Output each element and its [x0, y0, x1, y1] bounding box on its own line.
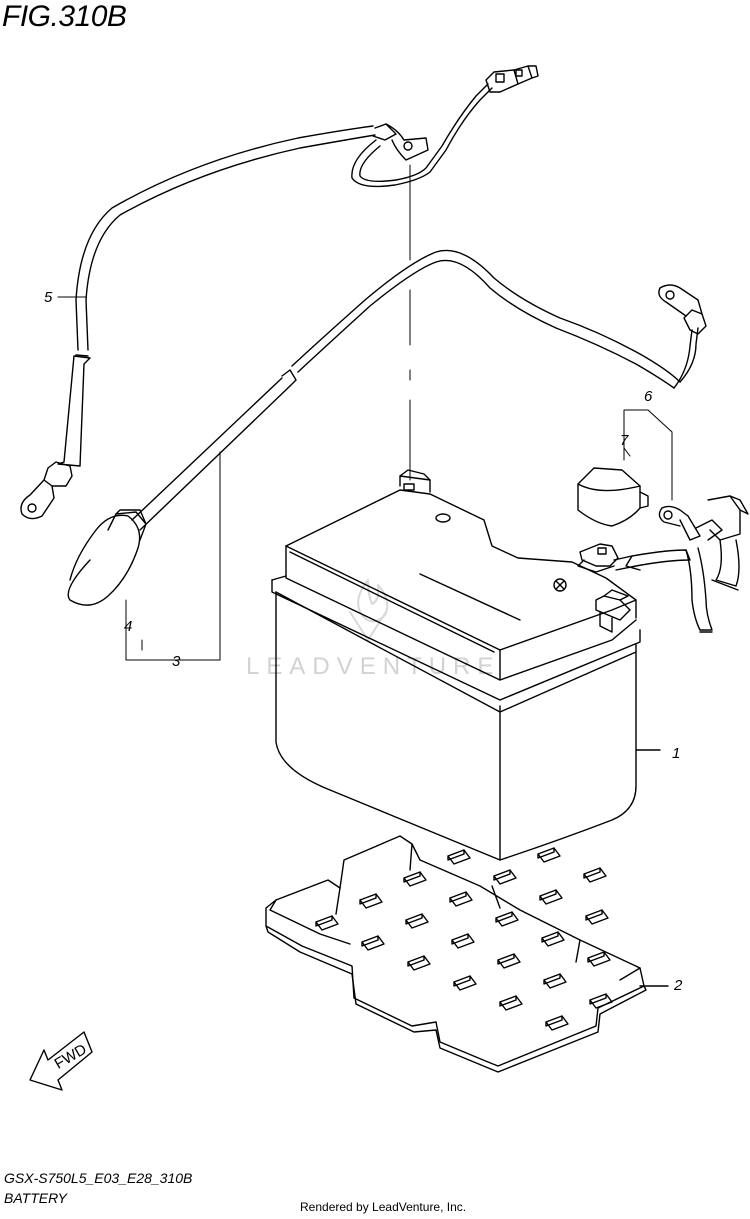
tray-slots [315, 847, 613, 1031]
part-1-battery [271, 469, 661, 861]
callout-5: 5 [44, 289, 53, 306]
tray-slot [497, 953, 521, 969]
tray-slot [493, 869, 517, 885]
tray-slot [451, 933, 475, 949]
tray-slot [405, 913, 429, 929]
part-3-cable [131, 249, 707, 531]
fwd-arrow-icon: FWD [29, 1031, 93, 1091]
section-name: BATTERY [4, 1190, 68, 1206]
callout-1: 1 [672, 745, 680, 762]
tray-slot [541, 931, 565, 947]
render-credit: Rendered by LeadVenture, Inc. [300, 1200, 467, 1214]
tray-slot [537, 847, 561, 863]
callout-2: 2 [673, 977, 683, 994]
callout-3: 3 [172, 653, 181, 670]
drawing-code: GSX-S750L5_E03_E28_310B [4, 1170, 193, 1186]
tray-slot [407, 955, 431, 971]
tray-slot [583, 867, 607, 883]
callout-7: 7 [620, 432, 629, 449]
callout-4: 4 [124, 618, 132, 635]
figure-title: FIG.310B [2, 0, 127, 33]
tray-slot [499, 995, 523, 1011]
tray-slot [315, 915, 339, 931]
tray-slot [587, 951, 611, 967]
leader-lines-right [623, 409, 673, 501]
tray-slot [359, 893, 383, 909]
tray-slot [539, 889, 563, 905]
tray-slot [447, 849, 471, 865]
tray-slot [495, 911, 519, 927]
part-4-terminal-cover [67, 509, 147, 606]
tray-slot [361, 935, 385, 951]
part-6-cable [577, 495, 749, 633]
tray-slot [403, 871, 427, 887]
part-2-battery-tray [265, 835, 669, 1073]
tray-slot [449, 891, 473, 907]
part-5-cable [20, 65, 539, 520]
part-7-cover [577, 467, 649, 527]
tray-slot [453, 975, 477, 991]
callout-labels: 5 4 3 1 2 6 7 [44, 289, 683, 994]
fwd-label: FWD [52, 1041, 90, 1073]
tray-slot [585, 909, 609, 925]
tray-slot [543, 973, 567, 989]
tray-slot [589, 993, 613, 1009]
tray-slot [545, 1015, 569, 1031]
callout-6: 6 [644, 388, 653, 405]
leader-lines-left [57, 296, 221, 661]
